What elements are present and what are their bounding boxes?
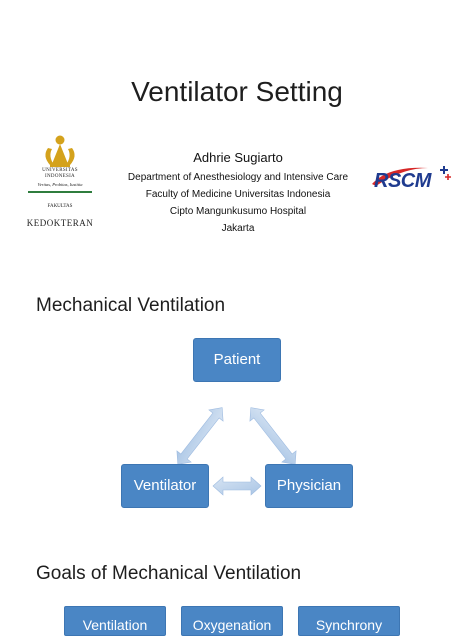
affiliation-line: Department of Anesthesiology and Intensi… [127,172,349,183]
rscm-logo: RSCM [368,160,458,200]
universitas-indonesia-logo: UNIVERSITAS INDONESIA Veritas, Probitas,… [18,134,108,234]
arrow-patient-physician [249,407,297,465]
presentation-title: Ventilator Setting [131,76,343,107]
arrow-patient-ventilator [176,407,224,465]
goal-ventilation: Ventilation [64,606,166,636]
affiliation-line: Faculty of Medicine Universitas Indonesi… [145,189,331,200]
goal-synchrony: Synchrony [298,606,400,636]
cycle-arrows [176,407,297,496]
arrow-ventilator-physician [212,476,262,496]
slide-heading: Mechanical Ventilation [36,295,226,316]
node-patient: Patient [193,338,281,382]
slide-heading: Goals of Mechanical Ventilation [36,563,302,584]
affiliation-line: Cipto Mangunkusumo Hospital [169,206,307,217]
rscm-swoosh-icon [372,166,451,186]
author-name: Adhrie Sugiarto [193,150,283,165]
university-name: UNIVERSITAS INDONESIA [42,168,78,179]
mechanical-ventilation-slide: Mechanical Ventilation Patient Ventilato… [0,262,474,544]
affiliation-line: Jakarta [221,223,255,234]
node-ventilator: Ventilator [121,464,209,508]
university-motto: Veritas, Probitas, Iustitia [37,182,83,187]
logo-divider [28,191,92,193]
title-slide: Ventilator Setting UNIVERSITAS INDONESIA… [0,0,474,262]
rscm-wordmark: RSCM [374,170,431,192]
makara-emblem-icon [45,135,75,167]
node-physician: Physician [265,464,353,508]
affiliation-block: Department of Anesthesiology and Intensi… [108,169,368,237]
faculty-label: FAKULTAS [47,204,73,209]
faculty-name: KEDOKTERAN [26,218,94,228]
goals-slide: Goals of Mechanical Ventilation Ventilat… [0,544,474,636]
